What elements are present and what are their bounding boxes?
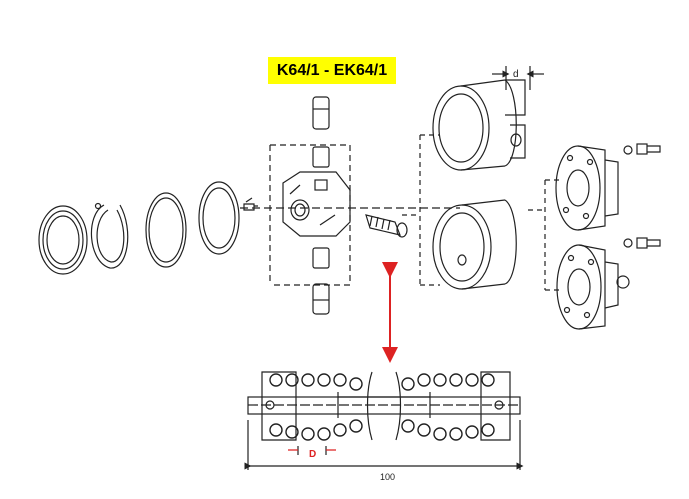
section-view [244, 371, 524, 470]
yoke-bracket [402, 134, 440, 286]
model-title-badge: K64/1 - EK64/1 [268, 57, 396, 84]
top-bushing [312, 146, 330, 168]
flange-bracket [528, 179, 560, 291]
screw-lower [623, 237, 661, 249]
seal-ring [38, 205, 88, 275]
upper-yoke [432, 79, 526, 171]
washer-ring [145, 192, 187, 268]
lower-yoke [432, 199, 517, 290]
top-pin [312, 96, 330, 130]
model-title: K64/1 - EK64/1 [276, 61, 388, 79]
screw-upper [623, 143, 661, 155]
bottom-bushing [312, 247, 330, 269]
bore-dimension-marker [492, 66, 544, 90]
spring-diameter-label: D [309, 449, 316, 460]
lower-flange [556, 244, 630, 330]
bottom-pin [312, 283, 330, 315]
circlip [90, 202, 129, 269]
bore-dimension-label: d [513, 69, 519, 80]
central-hub [282, 171, 351, 237]
dashed-group-bracket [269, 144, 351, 286]
threaded-center-pin [365, 214, 408, 238]
thrust-washer [198, 181, 240, 255]
total-length-label: 100 [380, 472, 395, 482]
upper-flange [555, 145, 619, 231]
